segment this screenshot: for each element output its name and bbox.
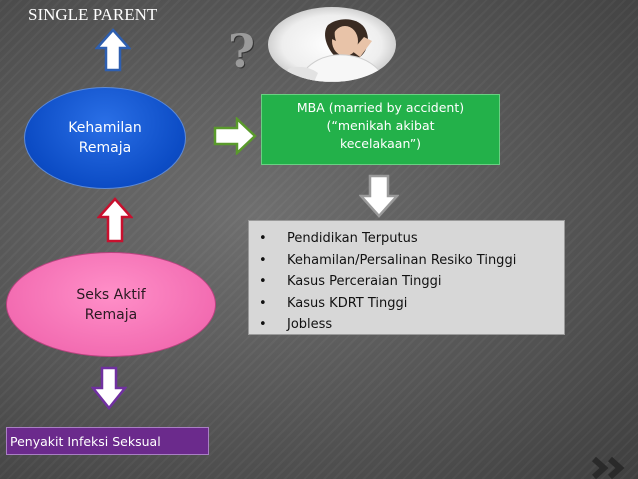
bullet-icon: • — [259, 231, 267, 246]
consequence-text: Pendidikan Terputus — [287, 231, 418, 246]
consequence-item: • Kehamilan/Persalinan Resiko Tinggi — [257, 250, 564, 272]
consequence-item: • Kasus KDRT Tinggi — [257, 293, 564, 315]
consequence-item: • Pendidikan Terputus — [257, 228, 564, 250]
consequences-list: • Pendidikan Terputus • Kehamilan/Persalin… — [257, 228, 564, 336]
mba-box: MBA (married by accident) (“menikah akib… — [261, 94, 500, 165]
consequence-item: • Kasus Perceraian Tinggi — [257, 271, 564, 293]
bullet-icon: • — [259, 252, 267, 268]
kehamilan-line-2: Remaja — [78, 140, 132, 156]
arrow-right-mba-icon — [213, 117, 257, 155]
seks-aktif-remaja-node: Seks Aktif Remaja — [6, 252, 216, 357]
penyakit-infeksi-seksual-box: Penyakit Infeksi Seksual — [6, 427, 209, 455]
distressed-woman-photo — [268, 7, 396, 82]
seks-line-2: Remaja — [84, 306, 138, 323]
consequence-text: Jobless — [287, 317, 333, 332]
arrow-down-pis-icon — [91, 366, 127, 410]
question-mark: ? — [228, 24, 255, 78]
mba-line-3: kecelakaan”) — [339, 136, 422, 151]
kehamilan-line-1: Kehamilan — [68, 120, 142, 136]
arrow-up-kehamilan-icon — [97, 197, 133, 243]
consequence-text: Kehamilan/Persalinan Resiko Tinggi — [287, 252, 517, 268]
consequence-text: Kasus KDRT Tinggi — [287, 295, 408, 311]
bullet-icon: • — [259, 274, 267, 289]
consequences-list-box: • Pendidikan Terputus • Kehamilan/Persalin… — [248, 220, 565, 335]
consequence-text: Kasus Perceraian Tinggi — [287, 274, 442, 289]
consequence-item: • Jobless — [257, 314, 564, 336]
mba-line-1: MBA (married by accident) — [296, 100, 465, 115]
mba-line-2: (“menikah akibat — [326, 118, 435, 133]
chevron-decoration-icon — [591, 457, 625, 479]
arrow-down-consequences-icon — [359, 174, 399, 218]
arrow-up-single-parent-icon — [95, 28, 131, 72]
bullet-icon: • — [259, 295, 267, 311]
single-parent-title: SINGLE PARENT — [28, 5, 158, 24]
seks-line-1: Seks Aktif — [76, 286, 146, 303]
kehamilan-remaja-node: Kehamilan Remaja — [24, 87, 186, 189]
bullet-icon: • — [259, 317, 267, 332]
